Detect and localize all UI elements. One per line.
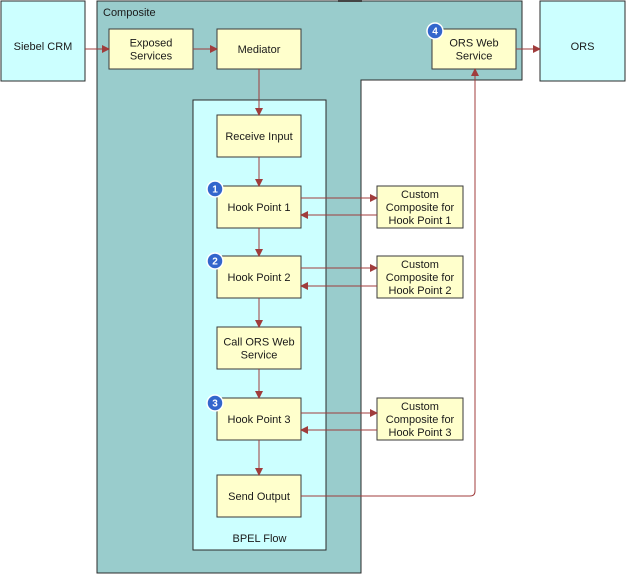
label-line: Exposed [130, 38, 173, 50]
custom-composite-3-box [376, 397, 464, 441]
label-line: Hook Point 1 [228, 202, 291, 214]
label-line: Call ORS Web [223, 337, 294, 349]
label-line: Mediator [238, 44, 281, 56]
label-line: ORS Web [449, 38, 498, 50]
label-line: Hook Point 2 [228, 272, 291, 284]
label-line: Hook Point 2 [389, 285, 452, 297]
badge-4: 4 [426, 22, 444, 40]
ors-box [539, 0, 626, 82]
siebel-crm-label: Siebel CRM [14, 41, 73, 53]
label-line: Hook Point 3 [228, 414, 291, 426]
siebel-crm-box [0, 0, 86, 82]
svg-text:3: 3 [212, 399, 218, 410]
ors-label: ORS [571, 41, 595, 53]
hook-point-2-label: Hook Point 2 [228, 272, 291, 284]
composite-top-tab [338, 0, 362, 2]
badge-2: 2 [206, 252, 224, 270]
label-line: Hook Point 3 [389, 427, 452, 439]
label-line: ORS [571, 41, 595, 53]
hook-point-3-label: Hook Point 3 [228, 414, 291, 426]
label-line: Service [241, 350, 278, 362]
svg-text:2: 2 [212, 257, 218, 268]
ors-web-service-box [431, 28, 517, 70]
custom-composite-1-box [376, 185, 464, 229]
bpel-flow-label: BPEL Flow [232, 533, 286, 545]
arrow-send-to-ors-web-service [301, 68, 479, 497]
label-line: Hook Point 1 [389, 215, 452, 227]
label-line: Services [130, 51, 173, 63]
label-line: Send Output [228, 491, 290, 503]
composite-label: Composite [103, 7, 156, 19]
mediator-label: Mediator [238, 44, 281, 56]
receive-input-label: Receive Input [225, 131, 292, 143]
label-line: Custom [401, 259, 439, 271]
hook-point-1-label: Hook Point 1 [228, 202, 291, 214]
hook-point-3-box [216, 397, 302, 441]
send-output-label: Send Output [228, 491, 290, 503]
label-line: Custom [401, 401, 439, 413]
custom-composite-2-box [376, 255, 464, 299]
label-line: Composite for [386, 414, 455, 426]
send-output-box [216, 474, 302, 518]
mediator-box [216, 28, 302, 70]
label-line: Composite for [386, 202, 455, 214]
svg-text:4: 4 [432, 27, 438, 38]
receive-input-box [216, 114, 302, 158]
label-line: Siebel CRM [14, 41, 73, 53]
label-line: Custom [401, 189, 439, 201]
label-line: Composite for [386, 272, 455, 284]
svg-text:1: 1 [212, 185, 218, 196]
label-line: Service [456, 51, 493, 63]
badge-3: 3 [206, 394, 224, 412]
badge-1: 1 [206, 180, 224, 198]
label-line: Receive Input [225, 131, 292, 143]
